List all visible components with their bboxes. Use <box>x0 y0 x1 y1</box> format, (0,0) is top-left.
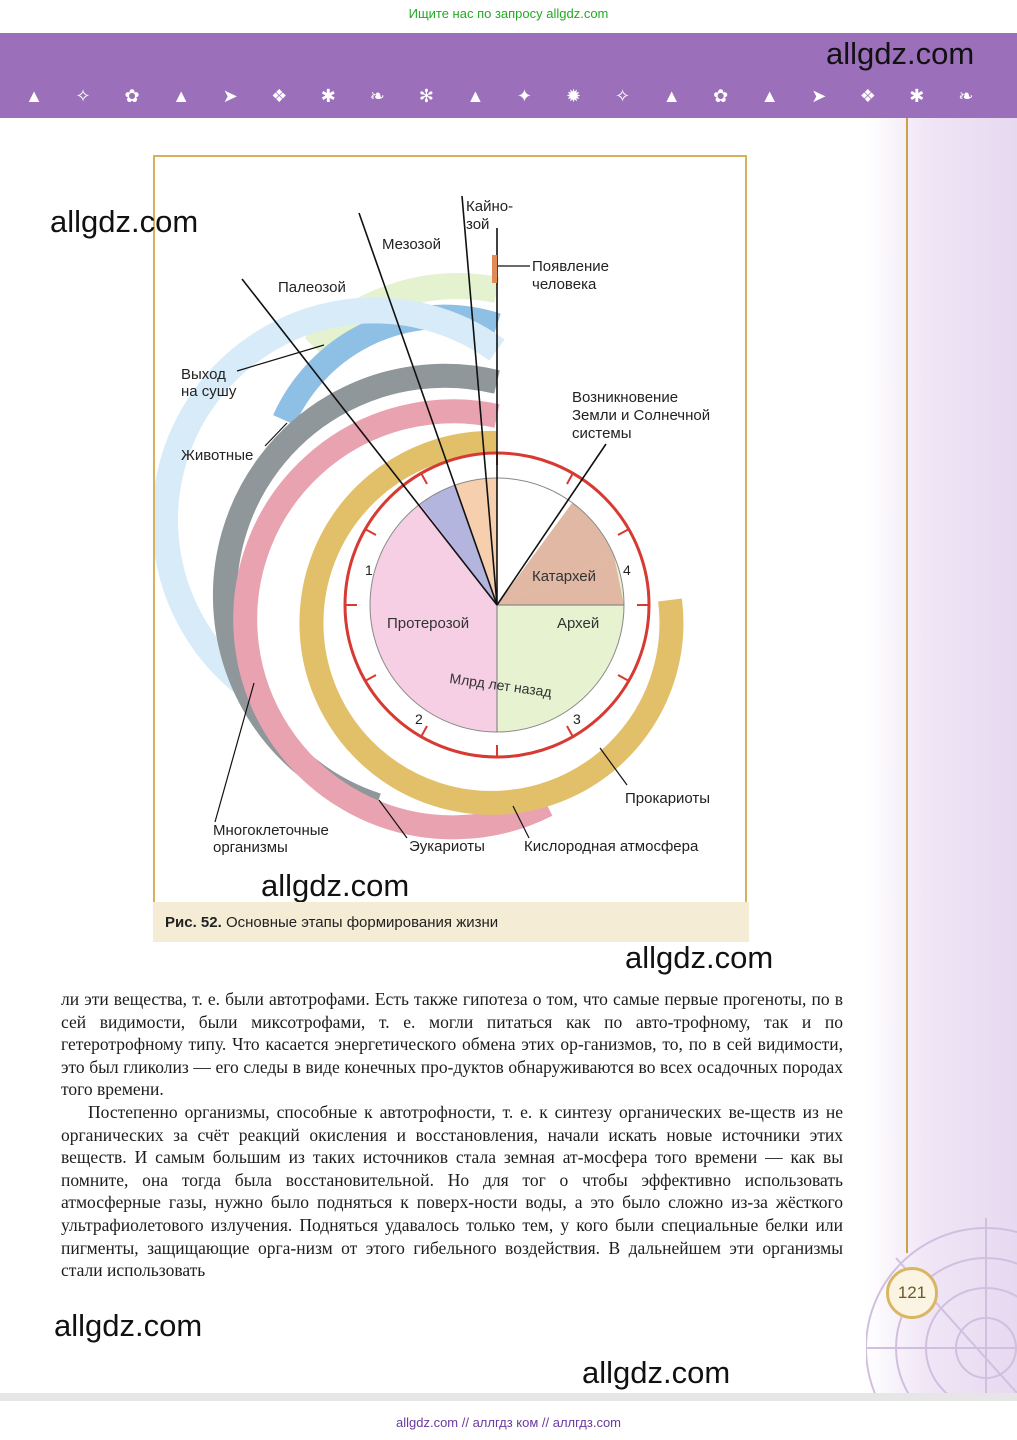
scorpion-icon: ✿ <box>707 85 735 107</box>
human-marker <box>492 255 497 283</box>
butterfly-icon: ✧ <box>609 85 637 107</box>
rhino-icon: ▲ <box>658 85 686 107</box>
paragraph: Постепенно организмы, способные к автотр… <box>61 1101 843 1282</box>
top-search-note: Ищите нас по запросу allgdz.com <box>0 6 1017 21</box>
watermark: allgdz.com <box>826 36 974 72</box>
boar-icon: ▲ <box>461 85 489 107</box>
dial-number-4: 4 <box>623 562 631 578</box>
ant-icon: ✱ <box>903 85 931 107</box>
watermark: allgdz.com <box>54 1308 202 1344</box>
horse-icon: ▲ <box>756 85 784 107</box>
label-multicellular-1: Многоклеточные <box>213 822 329 839</box>
footer-links: allgdz.com // аллгдз ком // аллгдз.com <box>0 1415 1017 1430</box>
label-human-1: Появление <box>532 258 609 275</box>
ant-icon: ✱ <box>314 85 342 107</box>
watermark: allgdz.com <box>261 868 409 904</box>
dial-number-1: 1 <box>365 562 373 578</box>
figure-frame: Кайно- зой Мезозой Палеозой Появление че… <box>153 155 747 942</box>
butterfly-icon: ✧ <box>69 85 97 107</box>
animal-icon-strip: ▲ ✧ ✿ ▲ ➤ ❖ ✱ ❧ ✻ ▲ ✦ ✹ ✧ ▲ ✿ ▲ ➤ ❖ ✱ ❧ <box>20 83 980 109</box>
side-decor-panel <box>866 118 1017 1393</box>
caption-text: Основные этапы формирования жизни <box>226 914 498 931</box>
seahorse-icon: ❧ <box>952 85 980 107</box>
label-earth-origin-3: системы <box>572 425 632 442</box>
margin-gold-line <box>906 118 908 1253</box>
seahorse-icon: ❧ <box>363 85 391 107</box>
label-cenozoic-1: Кайно- <box>466 198 513 215</box>
label-paleozoic: Палеозой <box>278 279 346 296</box>
label-animals: Животные <box>181 447 253 464</box>
rabbit-icon: ✹ <box>560 85 588 107</box>
label-prokaryotes: Прокариоты <box>625 790 710 807</box>
label-proterozoic: Протерозой <box>387 615 469 632</box>
pterosaur-icon: ➤ <box>805 85 833 107</box>
caption-number: Рис. 52. <box>165 914 222 931</box>
paragraph: ли эти вещества, т. е. были автотрофами.… <box>61 988 843 1101</box>
figure-caption: Рис. 52. Основные этапы формирования жиз… <box>153 902 749 942</box>
label-land-1: Выход <box>181 366 226 383</box>
label-archean: Архей <box>557 615 599 632</box>
label-earth-origin-1: Возникновение <box>572 389 678 406</box>
insect-icon: ✻ <box>412 85 440 107</box>
dial-number-2: 2 <box>415 711 423 727</box>
label-mesozoic: Мезозой <box>382 236 441 253</box>
pterosaur-icon: ➤ <box>216 85 244 107</box>
scorpion-icon: ✿ <box>118 85 146 107</box>
body-text: ли эти вещества, т. е. были автотрофами.… <box>61 988 843 1282</box>
label-katarchean: Катархей <box>532 568 596 585</box>
decor-circles <box>866 118 1017 1393</box>
fish-icon: ❖ <box>854 85 882 107</box>
page-number: 121 <box>886 1267 938 1319</box>
fish-icon: ❖ <box>265 85 293 107</box>
dial-number-3: 3 <box>573 711 581 727</box>
label-oxygen: Кислородная атмосфера <box>524 838 699 855</box>
watermark: allgdz.com <box>50 204 198 240</box>
watermark: allgdz.com <box>582 1355 730 1391</box>
label-cenozoic-2: зой <box>466 216 489 233</box>
label-land-2: на сушу <box>181 383 237 400</box>
watermark: allgdz.com <box>625 940 773 976</box>
label-eukaryotes: Эукариоты <box>409 838 485 855</box>
label-human-2: человека <box>532 276 597 293</box>
label-multicellular-2: организмы <box>213 839 288 856</box>
life-stages-diagram: Кайно- зой Мезозой Палеозой Появление че… <box>155 157 745 902</box>
rhino-icon: ▲ <box>20 85 48 107</box>
monkey-icon: ✦ <box>510 85 538 107</box>
label-earth-origin-2: Земли и Солнечной <box>572 407 710 424</box>
bottom-bar <box>0 1393 1017 1401</box>
horse-icon: ▲ <box>167 85 195 107</box>
